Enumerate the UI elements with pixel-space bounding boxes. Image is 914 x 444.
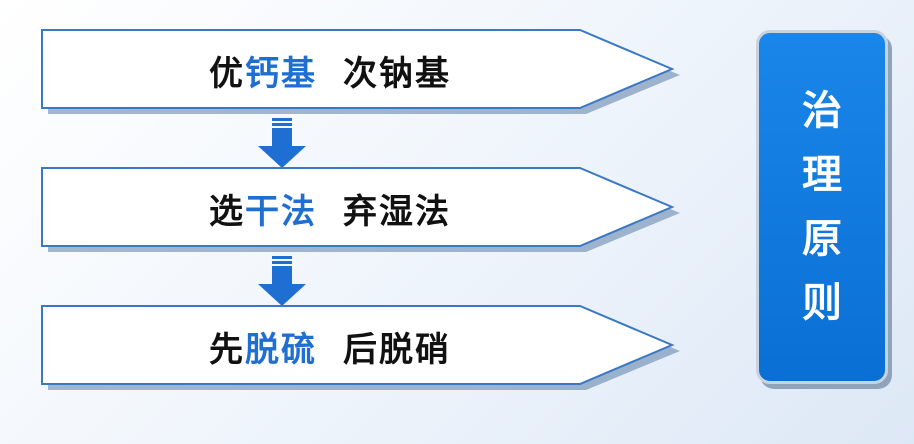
- side-char-4: 则: [802, 279, 842, 326]
- side-panel-principles: 治 理 原 则: [756, 30, 888, 384]
- row-1-rest: 次钠基: [343, 53, 451, 94]
- arrow-box-2: 选干法弃湿法: [40, 166, 680, 256]
- row-2-lead: 选: [209, 191, 245, 232]
- arrow-label-2: 选干法弃湿法: [110, 166, 550, 250]
- row-2-accent: 干法: [245, 191, 317, 232]
- arrow-shape-3: [41, 305, 680, 390]
- row-2-rest: 弃湿法: [343, 191, 451, 232]
- side-char-3: 原: [802, 215, 842, 262]
- arrow-label-3: 先脱硫后脱硝: [110, 304, 550, 388]
- row-3-accent: 脱硫: [245, 329, 317, 370]
- row-3-lead: 先: [209, 329, 245, 370]
- row-3-rest: 后脱硝: [343, 329, 451, 370]
- arrow-label-1: 优钙基次钠基: [110, 28, 550, 112]
- arrow-shape-1: [41, 29, 680, 114]
- down-arrow-icon: [258, 118, 306, 170]
- side-char-1: 治: [802, 87, 842, 134]
- down-arrow-icon: [258, 256, 306, 308]
- arrow-box-1: 优钙基次钠基: [40, 28, 680, 118]
- side-char-2: 理: [802, 151, 842, 198]
- row-1-lead: 优: [209, 53, 245, 94]
- row-1-accent: 钙基: [245, 53, 317, 94]
- arrow-shape-2: [41, 167, 680, 252]
- arrow-box-3: 先脱硫后脱硝: [40, 304, 680, 394]
